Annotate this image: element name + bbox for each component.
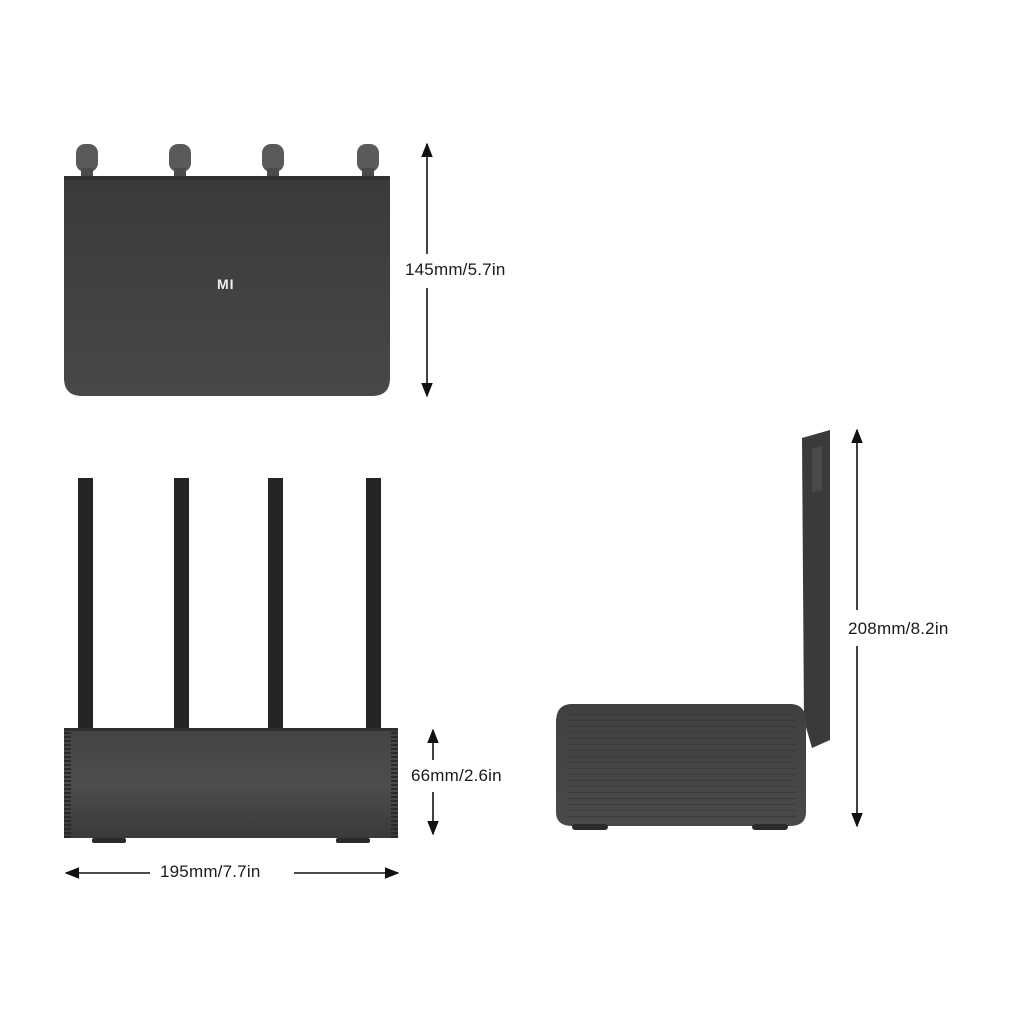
rubber-foot [752,824,788,830]
router-side-view [556,430,830,830]
antenna [174,478,189,730]
rubber-foot [572,824,608,830]
router-front-view [64,478,398,843]
antenna [268,478,283,730]
side-vents-left [64,728,71,838]
mi-logo: MI [217,276,235,292]
height-label: 66mm/2.6in [411,766,502,785]
router-top-body [64,176,390,396]
side-vents-right [391,728,398,838]
router-top-view [64,144,390,396]
router-front-body [64,728,398,838]
rubber-foot [92,838,126,843]
rubber-foot [336,838,370,843]
depth-label: 145mm/5.7in [405,260,506,279]
antenna [366,478,381,730]
width-label: 195mm/7.7in [160,862,261,881]
antenna-side [802,430,830,748]
total-height-label: 208mm/8.2in [848,619,949,638]
antenna [78,478,93,730]
